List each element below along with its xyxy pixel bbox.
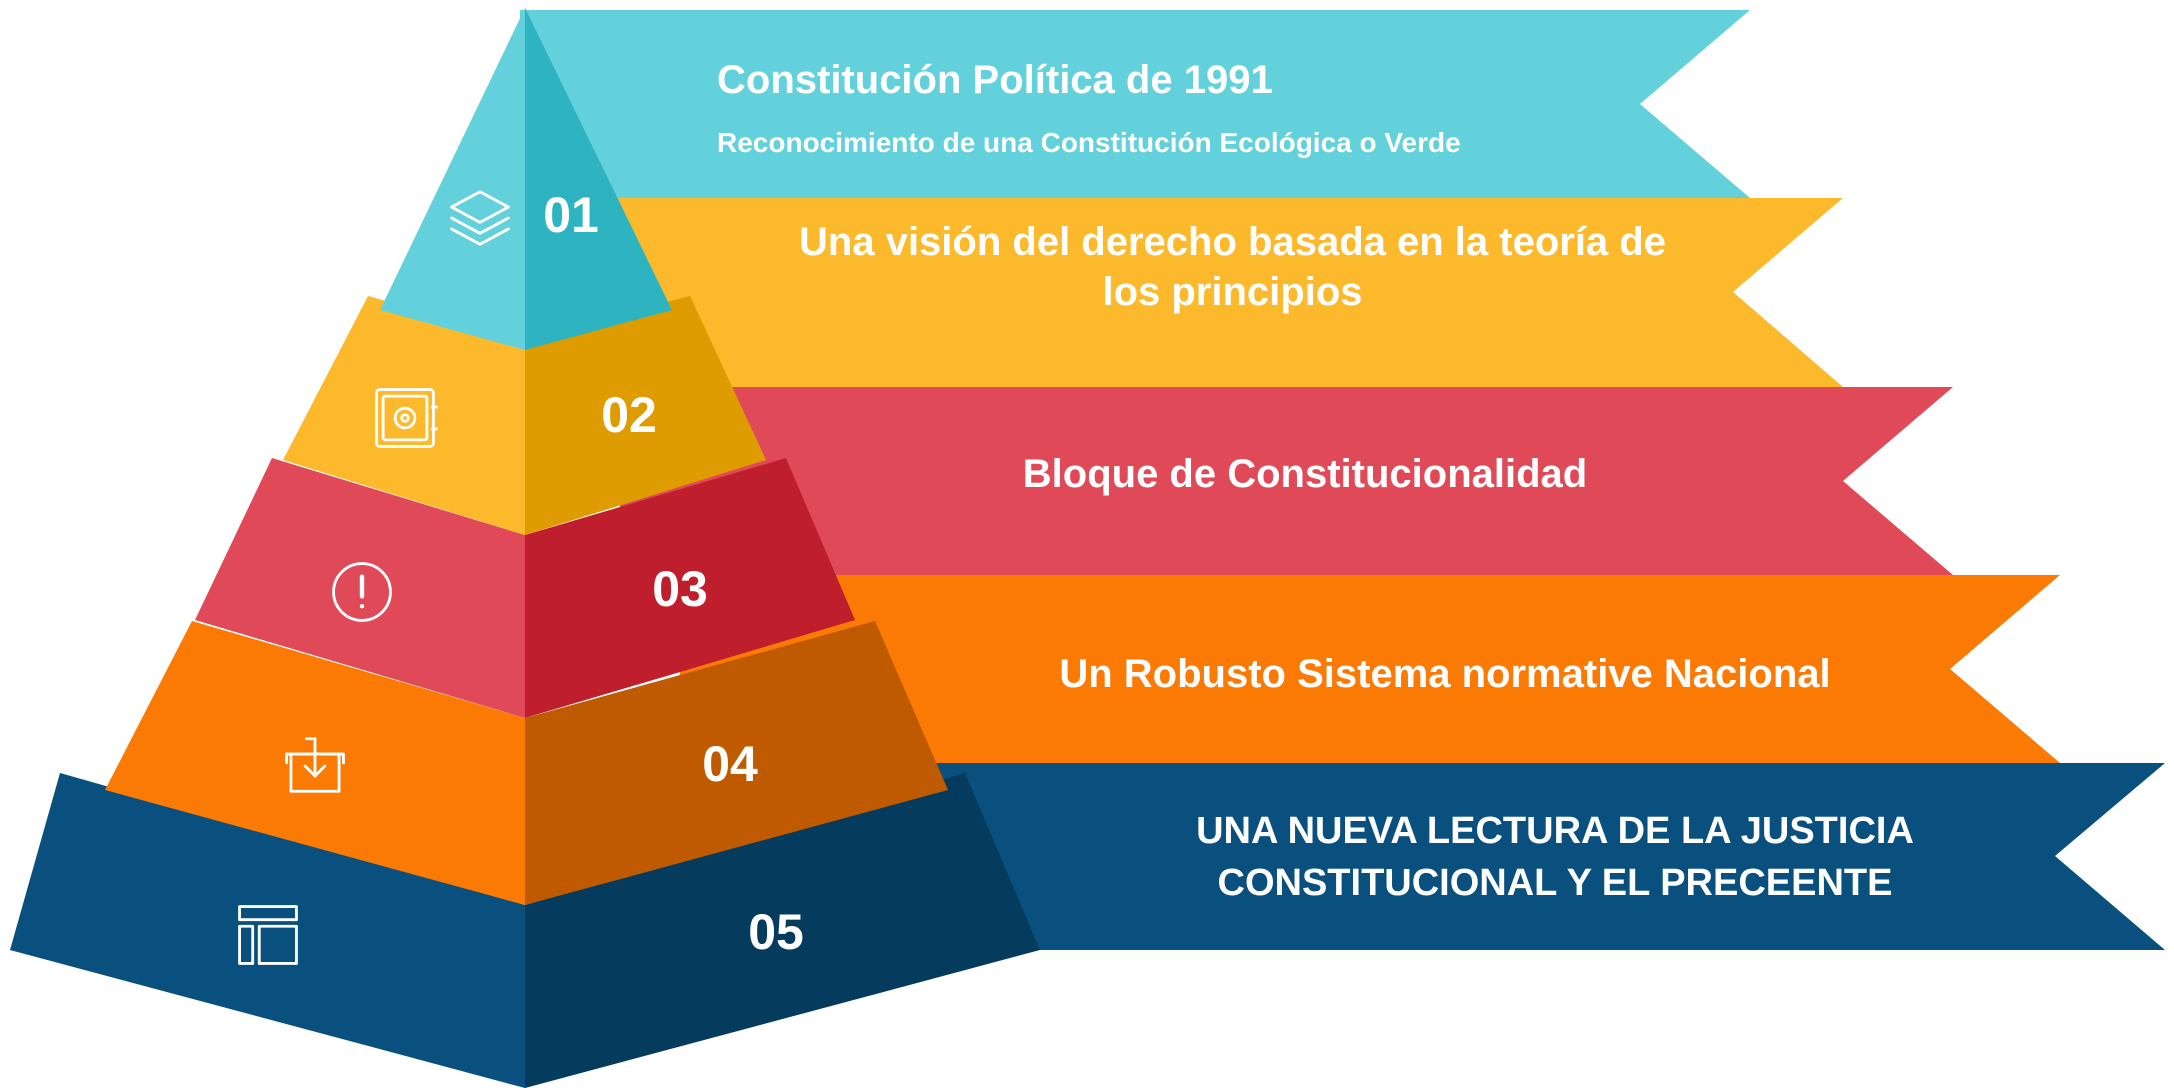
- pyramid-level-03-right: [525, 458, 855, 718]
- pyramid-level-05-right: [525, 773, 1040, 1088]
- level-05-text-line-1: UNA NUEVA LECTURA DE LA JUSTICIA: [1196, 810, 1914, 852]
- pyramid-level-04-right: [525, 621, 948, 905]
- level-01-subtitle: Reconocimiento de una Constitución Ecoló…: [717, 127, 1461, 158]
- level-04-text: Un Robusto Sistema normative Nacional: [1059, 652, 1831, 696]
- level-04-number: 04: [702, 736, 758, 792]
- ribbon-02: [560, 198, 1843, 387]
- pyramid-level-01-right: [525, 8, 672, 350]
- safe-icon: [370, 383, 440, 453]
- level-01-number: 01: [543, 187, 599, 243]
- level-02-text-line-2: los principios: [1102, 270, 1363, 314]
- pyramid-level-05-left: [10, 773, 525, 1088]
- level-03-number: 03: [652, 561, 708, 617]
- level-05-text-line-2: CONSTITUCIONAL Y EL PRECEENTE: [1217, 862, 1893, 904]
- level-02-text-line-1: Una visión del derecho basada en la teor…: [799, 220, 1666, 264]
- ribbon-03: [620, 387, 1953, 575]
- level-02-number: 02: [601, 387, 657, 443]
- alert-circle-icon: [327, 557, 397, 627]
- level-01-title: Constitución Política de 1991: [717, 58, 1273, 102]
- inbox-download-icon: [280, 730, 350, 800]
- pyramid-level-02-right: [525, 296, 766, 535]
- ribbon-05: [760, 763, 2165, 950]
- ribbon-04: [680, 575, 2060, 763]
- level-03-text: Bloque de Constitucionalidad: [1022, 452, 1588, 496]
- layout-icon: [233, 900, 303, 970]
- layers-icon: [445, 183, 515, 253]
- pyramid-level-01-left: [380, 8, 525, 350]
- level-05-number: 05: [748, 904, 804, 960]
- ribbon-01: [520, 10, 1750, 198]
